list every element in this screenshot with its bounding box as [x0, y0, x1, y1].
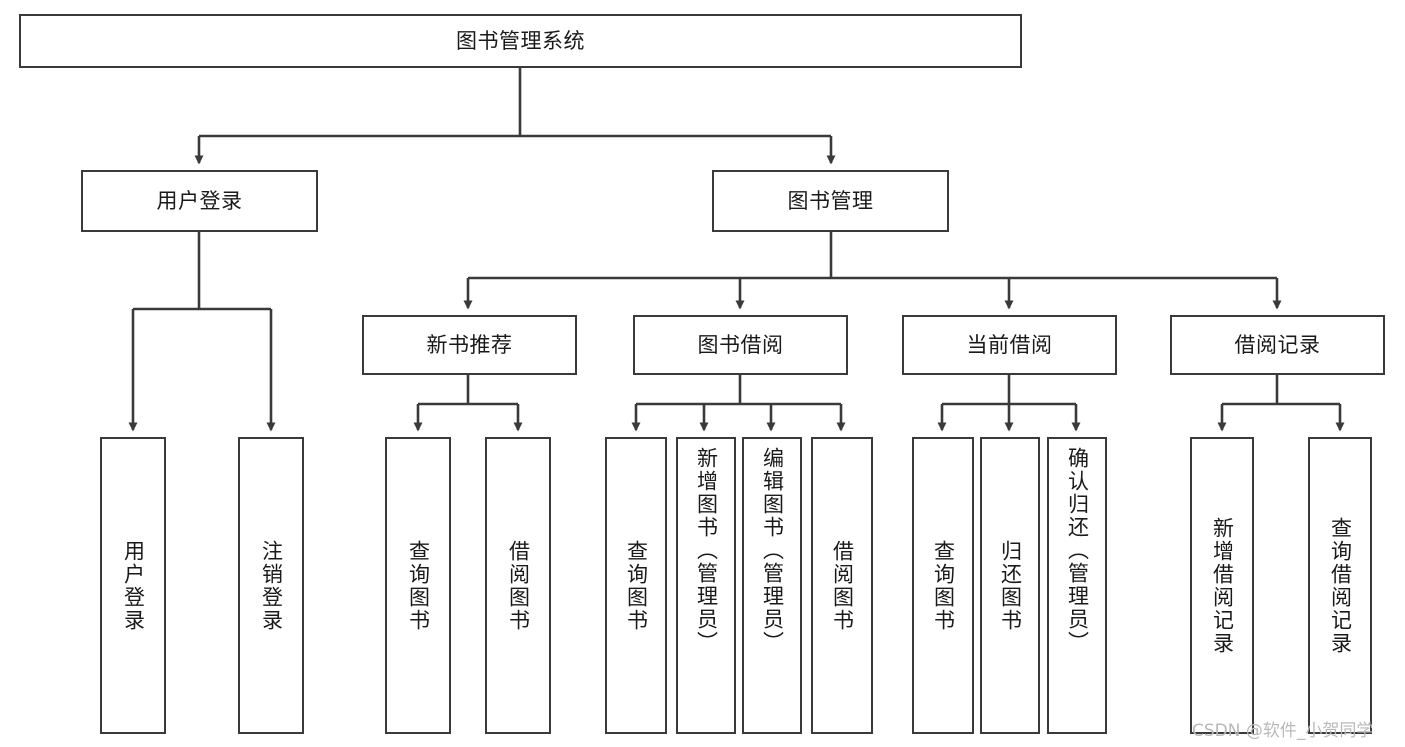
node-label: 图书借阅 — [697, 332, 784, 357]
node-label: 新书推荐 — [426, 332, 513, 357]
node-label: 借阅图书 — [830, 539, 855, 632]
node-label: 查询借阅记录 — [1328, 516, 1353, 655]
node-label: 查询图书 — [931, 539, 956, 632]
leaf-add-borrow-record[interactable]: 新增借阅记录 — [1190, 437, 1254, 734]
node-label: 当前借阅 — [966, 332, 1053, 357]
node-new-book-recommendation[interactable]: 新书推荐 — [362, 315, 577, 375]
csdn-watermark: CSDN @软件_小贺同学 — [1192, 721, 1374, 741]
leaf-user-login[interactable]: 用户登录 — [100, 437, 166, 734]
node-label: 用户登录 — [121, 539, 146, 632]
node-label: 用户登录 — [156, 188, 243, 213]
leaf-confirm-return-admin[interactable]: 确认归还（管理员） — [1047, 437, 1107, 734]
node-label: 确认归还（管理员） — [1065, 447, 1090, 654]
leaf-borrow-books[interactable]: 借阅图书 — [811, 437, 873, 734]
node-label: 编辑图书（管理员） — [760, 447, 785, 654]
leaf-query-books-borrow[interactable]: 查询图书 — [605, 437, 667, 734]
node-book-borrowing[interactable]: 图书借阅 — [633, 315, 848, 375]
leaf-return-books[interactable]: 归还图书 — [980, 437, 1040, 734]
leaf-query-books-recommend[interactable]: 查询图书 — [385, 437, 451, 734]
node-label: 借阅记录 — [1234, 332, 1321, 357]
leaf-logout[interactable]: 注销登录 — [238, 437, 304, 734]
leaf-query-borrow-record[interactable]: 查询借阅记录 — [1308, 437, 1372, 734]
node-label: 图书管理系统 — [456, 28, 585, 53]
node-label: 归还图书 — [998, 539, 1023, 632]
node-label: 查询图书 — [624, 539, 649, 632]
leaf-edit-book-admin[interactable]: 编辑图书（管理员） — [742, 437, 802, 734]
leaf-query-books-current[interactable]: 查询图书 — [912, 437, 974, 734]
node-book-management[interactable]: 图书管理 — [712, 170, 949, 232]
node-label: 图书管理 — [787, 188, 874, 213]
node-label: 注销登录 — [259, 539, 284, 632]
node-current-borrowing[interactable]: 当前借阅 — [902, 315, 1117, 375]
node-label: 查询图书 — [406, 539, 431, 632]
node-user-login[interactable]: 用户登录 — [81, 170, 318, 232]
node-borrow-records[interactable]: 借阅记录 — [1170, 315, 1385, 375]
node-label: 借阅图书 — [506, 539, 531, 632]
node-label: 新增图书（管理员） — [694, 447, 719, 654]
leaf-borrow-books-recommend[interactable]: 借阅图书 — [485, 437, 551, 734]
node-root-book-management-system[interactable]: 图书管理系统 — [19, 14, 1022, 68]
leaf-add-book-admin[interactable]: 新增图书（管理员） — [676, 437, 736, 734]
node-label: 新增借阅记录 — [1210, 516, 1235, 655]
